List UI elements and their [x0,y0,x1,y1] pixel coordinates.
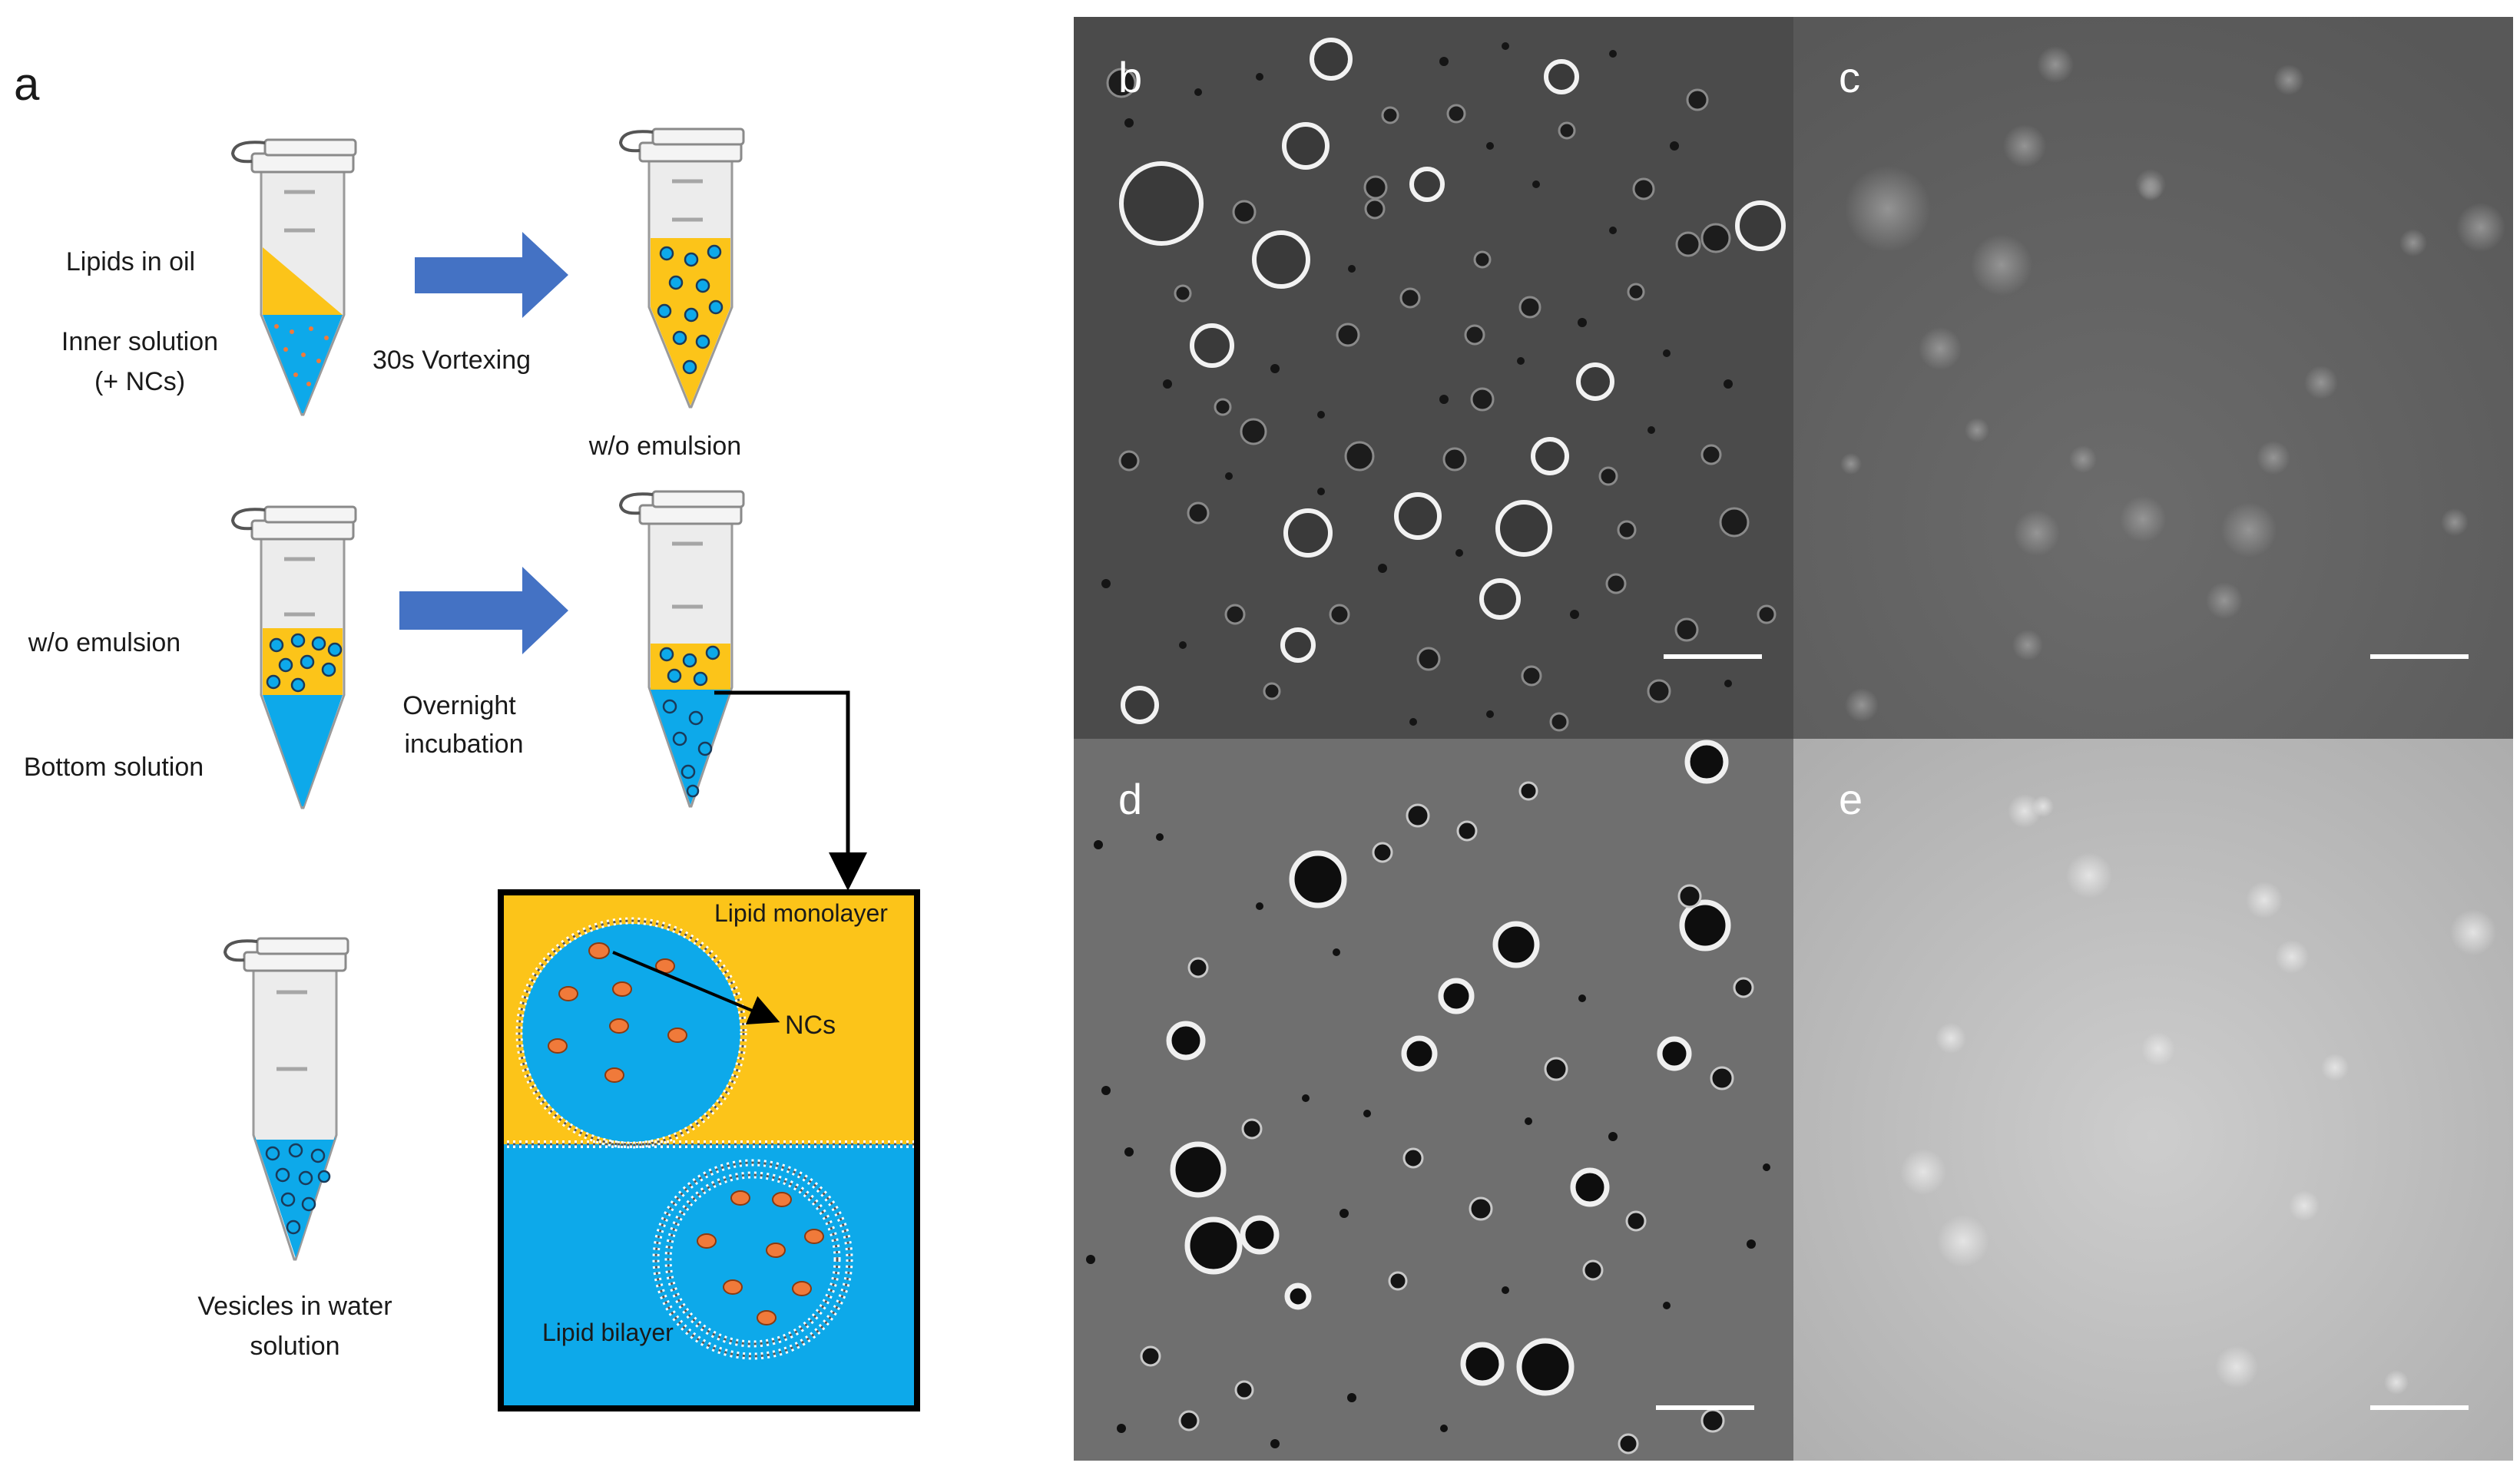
label-bottom-solution: Bottom solution [24,753,204,782]
label-plus-ncs: (+ NCs) [94,367,185,396]
label-lipids-in-oil: Lipids in oil [66,247,195,276]
label-solution: solution [250,1332,339,1361]
tube-emulsion-bottom [230,505,357,809]
micrograph-c [1793,17,2513,739]
label-lipid-monolayer: Lipid monolayer [714,899,888,927]
micrograph-e [1793,739,2513,1461]
zoom-schematic [498,889,920,1411]
label-inner-solution: Inner solution [61,327,218,356]
micrograph-d [1074,739,1793,1461]
label-lipid-bilayer: Lipid bilayer [542,1319,674,1346]
tube-lipids-inner [230,138,357,416]
label-wo-emulsion-left: w/o emulsion [28,628,180,657]
label-vesicles-in-water: Vesicles in water [197,1292,392,1321]
label-overnight: Overnight [402,691,516,720]
label-wo-emulsion-top: w/o emulsion [588,432,741,461]
label-incubation: incubation [404,730,523,759]
tube-incubated [618,490,745,808]
panel-letter-e: e [1839,775,1863,823]
micrograph-b [1074,17,1793,739]
tube-vesicles [223,937,349,1261]
zoom-connector-arrow [714,690,867,891]
process-arrow-incubation [399,567,568,654]
tube-emulsion [618,127,745,409]
label-ncs: NCs [785,1011,836,1040]
process-arrow-vortexing [415,232,568,318]
panel-letter-b: b [1118,53,1142,101]
panel-letter-d: d [1118,775,1142,823]
label-vortexing: 30s Vortexing [373,346,531,375]
panel-letter-c: c [1839,53,1860,101]
panel-letter-a: a [14,58,40,110]
